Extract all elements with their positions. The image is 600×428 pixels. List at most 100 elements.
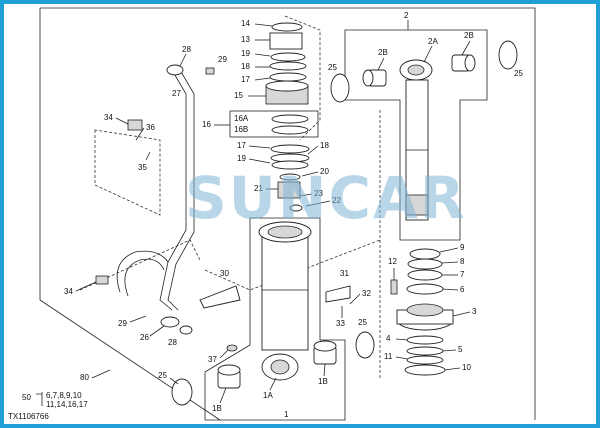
kit-50-line1: 6,7,8,9,10 xyxy=(46,391,82,400)
hose-loop-a xyxy=(116,250,169,293)
hose-loop-b xyxy=(124,258,165,297)
leader-19-top xyxy=(254,53,271,57)
bushing-1B-right-face xyxy=(313,340,337,352)
leader-14 xyxy=(254,23,273,27)
seal-17-mid xyxy=(270,144,310,154)
leader-2A xyxy=(423,45,433,63)
barrel-box xyxy=(204,217,346,421)
callout-34-left: 34 xyxy=(64,287,73,296)
leader-18-mid xyxy=(307,145,319,155)
seal-5 xyxy=(406,346,444,356)
figure-code: TX1106766 xyxy=(8,412,49,421)
callout-25-bottom: 25 xyxy=(158,371,167,380)
callout-14: 14 xyxy=(241,19,250,28)
leader-34-top xyxy=(115,117,129,125)
leader-9 xyxy=(439,247,459,253)
callout-35: 35 xyxy=(138,163,147,172)
leader-10 xyxy=(443,367,461,371)
callout-17-mid: 17 xyxy=(237,141,246,150)
leader-3 xyxy=(452,311,471,317)
ring-7 xyxy=(407,269,443,281)
callout-19-mid: 19 xyxy=(237,154,246,163)
leader-2B-left xyxy=(377,57,385,71)
dash-box-clamp-top xyxy=(94,129,161,216)
callout-5: 5 xyxy=(458,345,463,354)
wear-ring-13 xyxy=(269,32,303,50)
callout-19-top: 19 xyxy=(241,49,250,58)
leader-1B-right xyxy=(323,363,326,377)
dash-guide-mid xyxy=(204,239,381,291)
leader-35 xyxy=(145,151,151,161)
seal-8 xyxy=(407,258,443,270)
callout-16A: 16A xyxy=(234,114,249,123)
callout-20: 20 xyxy=(320,167,329,176)
callout-36: 36 xyxy=(146,123,155,132)
leader-6 xyxy=(441,288,459,291)
callout-4: 4 xyxy=(386,334,391,343)
callout-37: 37 xyxy=(208,355,217,364)
bracket-31 xyxy=(325,285,351,303)
seal-25-top xyxy=(330,73,350,103)
flange-28-top xyxy=(166,64,184,76)
clamp-34-left xyxy=(95,275,109,285)
ring-11 xyxy=(406,355,444,365)
callout-32: 32 xyxy=(362,289,371,298)
leader-11 xyxy=(395,356,409,360)
head-15-top xyxy=(265,80,309,92)
nut-21 xyxy=(277,181,301,199)
leader-37 xyxy=(219,349,229,359)
callout-18-top: 18 xyxy=(241,62,250,71)
callout-23: 23 xyxy=(314,189,323,198)
callout-15: 15 xyxy=(234,91,243,100)
clamp-34-top xyxy=(127,119,143,131)
leader-26 xyxy=(149,325,165,337)
bolt-12 xyxy=(390,279,398,295)
screw-22 xyxy=(289,204,303,212)
leader-80 xyxy=(91,369,111,379)
callout-10: 10 xyxy=(462,363,471,372)
ring-16A xyxy=(271,114,309,124)
dash-guide-clamp-low xyxy=(79,239,201,291)
callout-2: 2 xyxy=(404,11,409,20)
ring-4 xyxy=(406,335,444,345)
leader-23 xyxy=(299,193,313,197)
flange-26 xyxy=(160,316,180,328)
callout-16: 16 xyxy=(202,120,211,129)
barrel-bore xyxy=(267,225,303,239)
rod-thread xyxy=(405,194,429,216)
seal-19-mid xyxy=(271,160,309,170)
leader-22 xyxy=(305,200,331,207)
callout-29-bottom: 29 xyxy=(118,319,127,328)
barrel-body xyxy=(261,231,309,351)
ring-14 xyxy=(271,22,303,32)
leader-28-top xyxy=(179,53,187,67)
leader-19-mid xyxy=(248,158,271,164)
callout-8: 8 xyxy=(460,257,465,266)
watermark-text: SUNCAR xyxy=(185,164,467,232)
callout-18-mid: 18 xyxy=(320,141,329,150)
callout-28-bottom: 28 xyxy=(168,338,177,347)
bushing-2B-right-face xyxy=(464,54,476,72)
callout-7: 7 xyxy=(460,270,465,279)
callout-9: 9 xyxy=(460,243,465,252)
callout-1: 1 xyxy=(284,410,289,419)
callout-25-right: 25 xyxy=(514,69,523,78)
callout-31: 31 xyxy=(340,269,349,278)
exploded-parts-diagram: 80 2 2A 2B 2B 25 25 14 13 19 18 17 15 xyxy=(8,7,536,421)
callout-13: 13 xyxy=(241,35,250,44)
pipe-27-edge xyxy=(167,69,195,311)
callout-25-mid: 25 xyxy=(358,318,367,327)
callout-21: 21 xyxy=(254,184,263,193)
leader-2B-right xyxy=(461,40,471,56)
wiper-6 xyxy=(406,283,444,295)
group-16-box xyxy=(229,110,319,138)
callout-26: 26 xyxy=(140,333,149,342)
callout-16B: 16B xyxy=(234,125,248,134)
leader-34-left xyxy=(75,281,97,292)
callout-1B-right: 1B xyxy=(318,377,328,386)
callout-3: 3 xyxy=(472,307,477,316)
seal-25-mid xyxy=(355,331,375,359)
dash-guide-top xyxy=(284,15,321,141)
seal-28-bottom xyxy=(179,325,193,335)
ring-9 xyxy=(409,248,441,260)
